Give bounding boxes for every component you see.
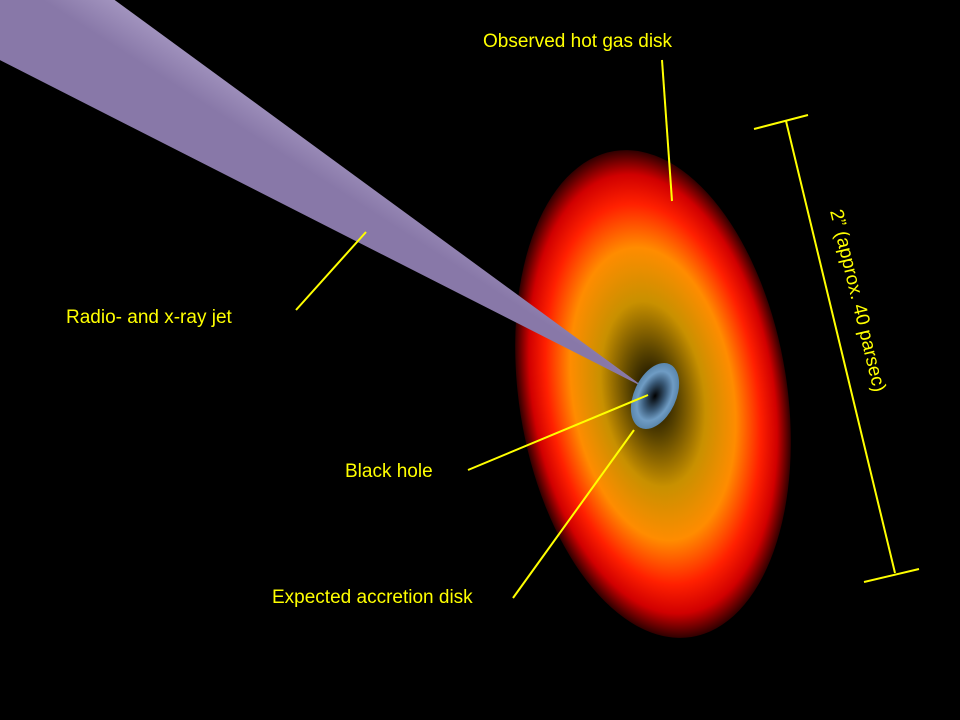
accretion-pointer: [512, 429, 635, 599]
pointer-lines: [295, 59, 673, 599]
black-hole-pointer: [467, 394, 649, 471]
jet-pointer: [295, 231, 367, 311]
label-accretion-disk: Expected accretion disk: [272, 587, 473, 608]
accretion-disk: [630, 363, 680, 429]
scale-bar: [753, 114, 920, 583]
label-jet: Radio- and x-ray jet: [66, 307, 233, 328]
label-scale: 2” (approx. 40 parsec): [825, 207, 889, 394]
label-gas-disk: Observed hot gas disk: [483, 31, 673, 52]
gas-disk-pointer: [661, 59, 673, 202]
label-black-hole: Black hole: [345, 461, 433, 482]
jet: [0, 0, 645, 388]
